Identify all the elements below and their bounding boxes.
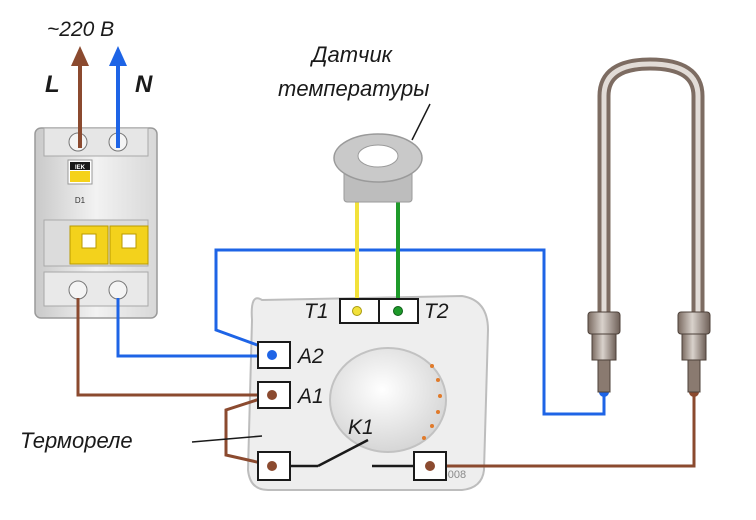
voltage-label: ~220 В bbox=[47, 18, 114, 41]
wire-live-a1 bbox=[76, 298, 270, 397]
breaker-terminal-out-right bbox=[108, 280, 128, 300]
sensor-caption-line2: температуры bbox=[278, 76, 429, 101]
supply-arrows bbox=[71, 46, 127, 148]
wire-neutral-a2 bbox=[116, 298, 270, 358]
live-arrow-icon bbox=[71, 46, 89, 66]
neutral-arrow-icon bbox=[109, 46, 127, 66]
contact-k1-label: K1 bbox=[348, 416, 374, 439]
terminal-a2-label: A2 bbox=[296, 345, 324, 368]
heating-element bbox=[587, 57, 711, 393]
temperature-sensor bbox=[333, 133, 423, 203]
sensor-leader-line bbox=[411, 103, 431, 141]
circuit-breaker: IEK D1 bbox=[34, 127, 158, 319]
terminal-t2-label: T2 bbox=[424, 300, 449, 323]
thermostat-knob bbox=[329, 347, 447, 453]
contact-k1-symbol bbox=[290, 438, 414, 468]
breaker-brand: IEK bbox=[75, 165, 86, 171]
terminal-t1-label: T1 bbox=[304, 300, 329, 323]
breaker-model-label: D1 bbox=[75, 196, 86, 205]
wire-jumper-a1-contact bbox=[224, 393, 273, 467]
wire-live-heater bbox=[430, 392, 696, 468]
caption-leader-line bbox=[191, 435, 263, 443]
thermostat-caption: Термореле bbox=[20, 428, 133, 453]
terminal-block-t bbox=[339, 298, 419, 324]
sensor-caption-line1: Датчик bbox=[309, 42, 394, 67]
terminal-a1-label: A1 bbox=[296, 385, 324, 408]
wire-neutral-heater bbox=[214, 248, 606, 416]
live-label: L bbox=[45, 71, 60, 98]
breaker-terminal-out-left bbox=[68, 280, 88, 300]
neutral-label: N bbox=[135, 71, 153, 98]
